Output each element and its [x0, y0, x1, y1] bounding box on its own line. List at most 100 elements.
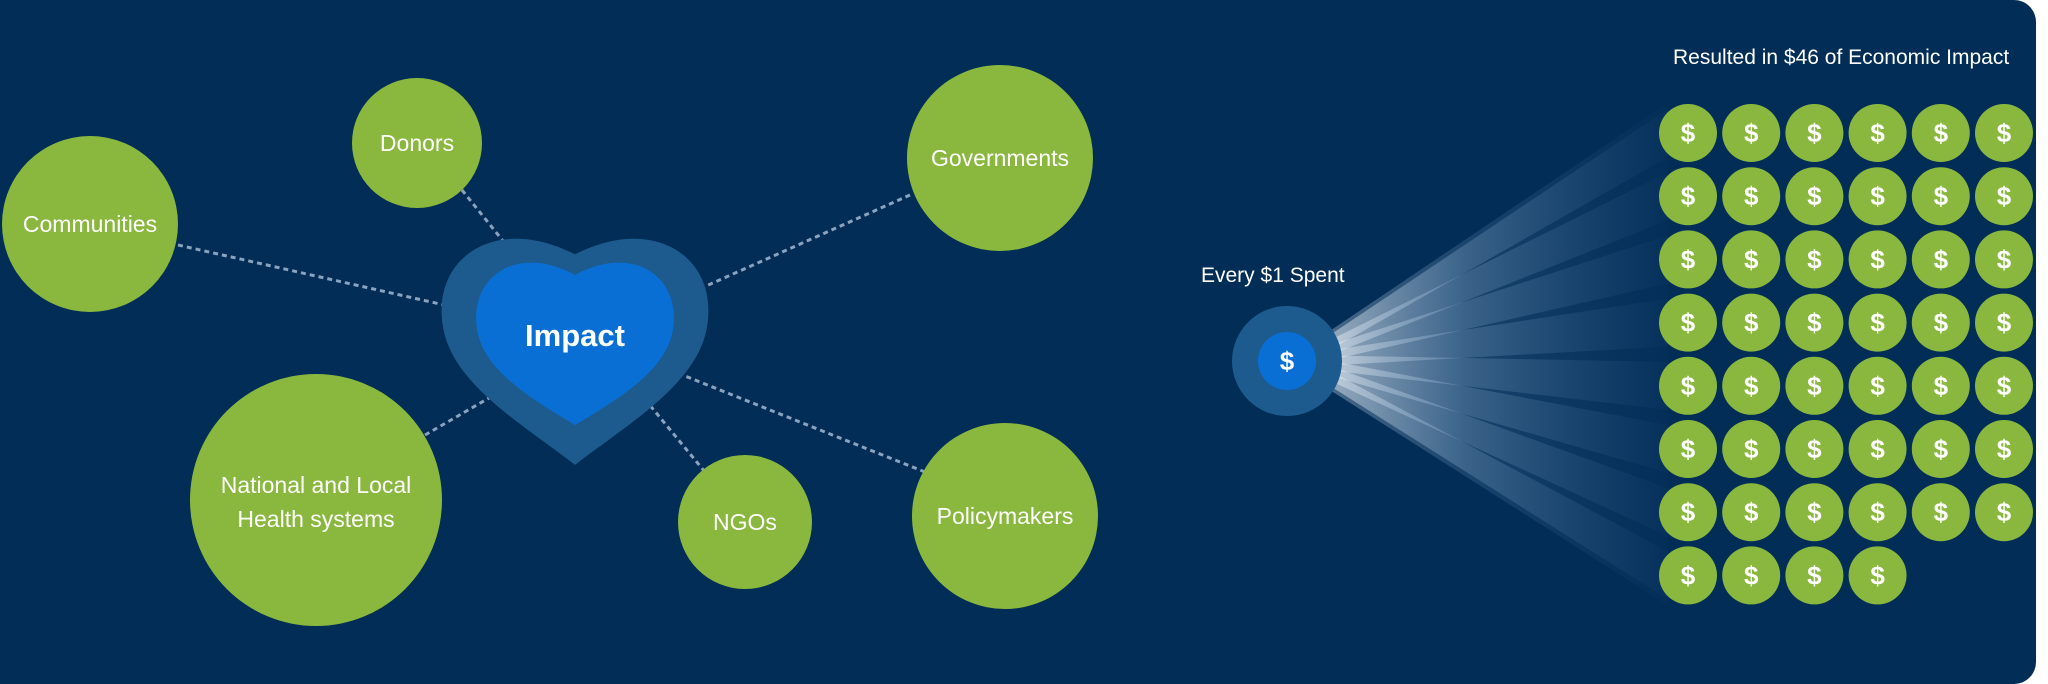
- coin-symbol: $: [1997, 181, 2012, 211]
- coin-symbol: $: [1807, 118, 1822, 148]
- coin-42: $: [1975, 483, 2033, 542]
- node-communities: [2, 136, 178, 312]
- coin-3: $: [1785, 104, 1844, 162]
- node-policymakers: [912, 423, 1098, 609]
- coin-12: $: [1975, 167, 2033, 226]
- coin-face: [1785, 420, 1844, 478]
- input-coin-face: [1258, 332, 1316, 390]
- coin-face: [1785, 546, 1844, 605]
- coin-25: $: [1659, 356, 1717, 415]
- coin-face: [1911, 293, 1970, 352]
- coin-symbol: $: [1744, 434, 1759, 464]
- coin-8: $: [1722, 167, 1781, 226]
- coin-symbol: $: [1807, 497, 1822, 527]
- label-communities: Communities: [22, 211, 158, 237]
- coin-face: [1975, 420, 2033, 478]
- coin-symbol: $: [1807, 371, 1822, 401]
- coin-31: $: [1659, 420, 1717, 478]
- coin-symbol: $: [1681, 118, 1696, 148]
- coin-33: $: [1785, 420, 1844, 478]
- coin-symbol: $: [1681, 371, 1696, 401]
- coin-symbol: $: [1807, 560, 1822, 590]
- coin-29: $: [1911, 356, 1970, 415]
- coin-face: [1848, 356, 1907, 415]
- coin-face: [1659, 167, 1717, 226]
- coin-face: [1722, 356, 1781, 415]
- beam-ray-2: [1300, 172, 1668, 367]
- beam-ray-4: [1300, 298, 1668, 367]
- coin-44: $: [1722, 546, 1781, 605]
- coin-face: [1659, 546, 1717, 605]
- coin-face: [1785, 230, 1844, 289]
- coin-symbol: $: [1681, 434, 1696, 464]
- coin-symbol: $: [1870, 118, 1885, 148]
- coin-face: [1722, 293, 1781, 352]
- coin-symbol: $: [1997, 118, 2012, 148]
- coin-face: [1848, 420, 1907, 478]
- coin-face: [1911, 420, 1970, 478]
- coin-face: [1785, 293, 1844, 352]
- coin-symbol: $: [1744, 118, 1759, 148]
- coin-43: $: [1659, 546, 1717, 605]
- coin-40: $: [1848, 483, 1907, 542]
- coin-10: $: [1848, 167, 1907, 226]
- coin-face: [1848, 293, 1907, 352]
- coin-19: $: [1659, 293, 1717, 352]
- coin-23: $: [1911, 293, 1970, 352]
- coin-face: [1911, 230, 1970, 289]
- coin-symbol: $: [1744, 308, 1759, 338]
- coin-11: $: [1911, 167, 1970, 226]
- heart-shape: [476, 262, 674, 425]
- coin-24: $: [1975, 293, 2033, 352]
- beam-ray-8: [1300, 355, 1668, 600]
- input-coin-symbol: $: [1280, 346, 1295, 376]
- beam-ray-5: [1300, 355, 1668, 410]
- label-ngos: NGOs: [713, 509, 777, 535]
- coin-symbol: $: [1870, 308, 1885, 338]
- coin-symbol: $: [1997, 497, 2012, 527]
- coin-symbol: $: [1807, 308, 1822, 338]
- coin-face: [1911, 167, 1970, 226]
- coin-face: [1785, 104, 1844, 162]
- coin-5: $: [1911, 104, 1970, 162]
- coin-18: $: [1975, 230, 2033, 289]
- coin-4: $: [1848, 104, 1907, 162]
- coin-face: [1785, 167, 1844, 226]
- coin-symbol: $: [1681, 308, 1696, 338]
- coin-face: [1722, 104, 1781, 162]
- coin-face: [1975, 167, 2033, 226]
- node-ngos: [678, 455, 812, 589]
- coin-face: [1975, 230, 2033, 289]
- coin-41: $: [1911, 483, 1970, 542]
- coin-symbol: $: [1934, 181, 1949, 211]
- node-governments: [907, 65, 1093, 251]
- coin-symbol: $: [1870, 434, 1885, 464]
- beam-ray-7: [1300, 355, 1668, 537]
- coin-15: $: [1785, 230, 1844, 289]
- coin-14: $: [1722, 230, 1781, 289]
- coin-2: $: [1722, 104, 1781, 162]
- coin-22: $: [1848, 293, 1907, 352]
- coin-symbol: $: [1870, 371, 1885, 401]
- coin-symbol: $: [1870, 560, 1885, 590]
- coin-face: [1848, 104, 1907, 162]
- coin-46: $: [1848, 546, 1907, 605]
- label-policymakers: Policymakers: [936, 503, 1074, 529]
- coin-30: $: [1975, 356, 2033, 415]
- coin-face: [1659, 420, 1717, 478]
- label-donors: Donors: [379, 130, 455, 156]
- coin-symbol: $: [1681, 497, 1696, 527]
- coin-face: [1659, 104, 1717, 162]
- coin-face: [1722, 483, 1781, 542]
- coin-face: [1848, 483, 1907, 542]
- stakeholder-nodes: [2, 65, 1098, 626]
- coin-symbol: $: [1997, 308, 2012, 338]
- coin-face: [1722, 230, 1781, 289]
- coin-face: [1975, 293, 2033, 352]
- label-health: National and Local Health systems: [220, 472, 412, 532]
- coin-face: [1911, 356, 1970, 415]
- impact-label: Impact: [525, 318, 625, 353]
- node-donors: [352, 78, 482, 208]
- coin-17: $: [1911, 230, 1970, 289]
